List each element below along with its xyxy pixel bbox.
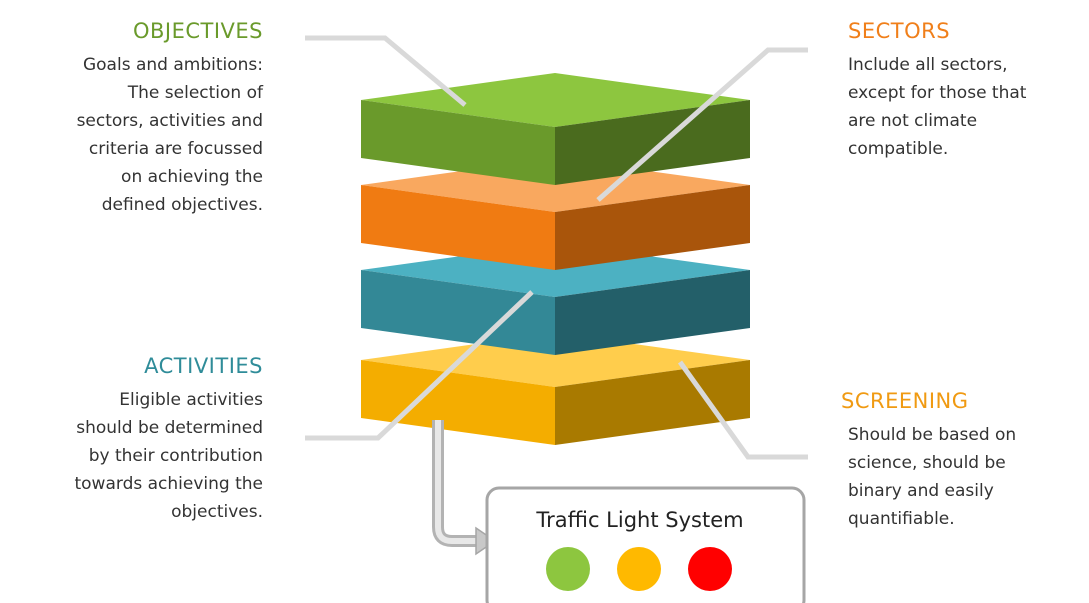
activities-title: ACTIVITIES — [144, 354, 263, 378]
objectives-panel: OBJECTIVES Goals and ambitions: The sele… — [0, 19, 263, 219]
sectors-connector — [596, 47, 808, 202]
sectors-title: SECTORS — [848, 19, 951, 43]
layer-objectives — [361, 73, 750, 185]
sectors-panel: SECTORS Include all sectors, except for … — [848, 19, 1088, 163]
traffic-light-label: Traffic Light System — [536, 508, 744, 532]
layer-screening — [361, 333, 750, 445]
activities-connector — [305, 290, 534, 441]
objectives-description: Goals and ambitions: The selection of se… — [76, 55, 263, 215]
traffic-light-green — [546, 547, 590, 591]
screening-connector — [677, 360, 808, 460]
traffic-light-amber — [617, 547, 661, 591]
screening-description: Should be based on science, should be bi… — [848, 425, 1017, 529]
activities-description: Eligible activities should be determined… — [74, 390, 263, 522]
sectors-description: Include all sectors, except for those th… — [848, 55, 1027, 159]
activities-panel: ACTIVITIES Eligible activities should be… — [0, 354, 263, 526]
objectives-title: OBJECTIVES — [132, 19, 263, 43]
screening-panel: SCREENING Should be based on science, sh… — [841, 389, 1086, 533]
screening-title: SCREENING — [841, 389, 969, 413]
traffic-light-red — [688, 547, 732, 591]
objectives-connector — [305, 35, 467, 107]
